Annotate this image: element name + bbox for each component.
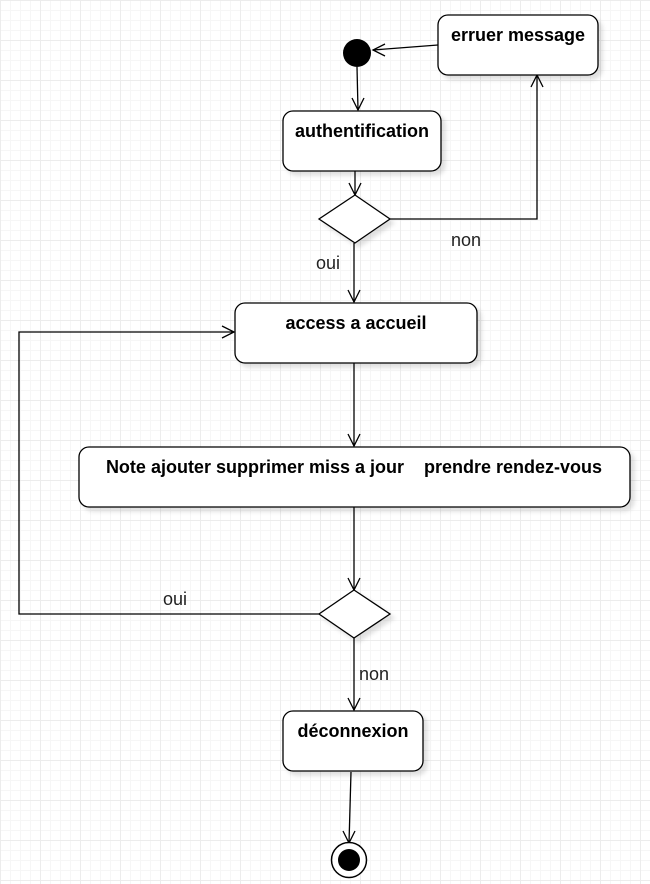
node-label-error-message: erruer message (451, 25, 585, 45)
initial-node (343, 39, 371, 67)
edge-logout-to-end (348, 771, 352, 844)
arrowhead (221, 325, 236, 339)
node-actions: Note ajouter supprimer miss a jour prend… (78, 446, 631, 508)
edge-start-to-auth (356, 66, 359, 111)
node-label-actions: Note ajouter supprimer miss a jour prend… (106, 457, 602, 477)
node-error-message: erruer message (437, 14, 599, 76)
node-logout: déconnexion (282, 710, 424, 772)
node-label-authentication: authentification (295, 121, 429, 141)
arrowhead (347, 433, 361, 448)
final-node-dot (338, 849, 360, 871)
arrowhead (347, 289, 361, 304)
final-node (330, 841, 368, 879)
node-home-access: access a accueil (234, 302, 478, 364)
node-label-home-access: access a accueil (285, 313, 426, 333)
edge-error-to-start (372, 44, 439, 51)
edge-label-loop-no: non (359, 664, 389, 684)
action-box (437, 14, 599, 76)
action-box (282, 710, 424, 772)
edge-decision-loop-to-home (18, 331, 320, 615)
arrowhead (347, 697, 361, 712)
action-box (234, 302, 478, 364)
arrowhead (371, 43, 386, 57)
decision-node-continue (317, 589, 392, 639)
decision-node-auth (317, 194, 392, 244)
edges (18, 43, 544, 845)
node-authentication: authentification (282, 110, 442, 172)
edge-label-auth-yes: oui (316, 253, 340, 273)
action-box (282, 110, 442, 172)
arrowhead (351, 97, 365, 112)
edge-label-loop-yes: oui (163, 589, 187, 609)
node-label-logout: déconnexion (297, 721, 408, 741)
action-box (78, 446, 631, 508)
edge-label-auth-no: non (451, 230, 481, 250)
edge-decision-to-error (390, 75, 538, 220)
